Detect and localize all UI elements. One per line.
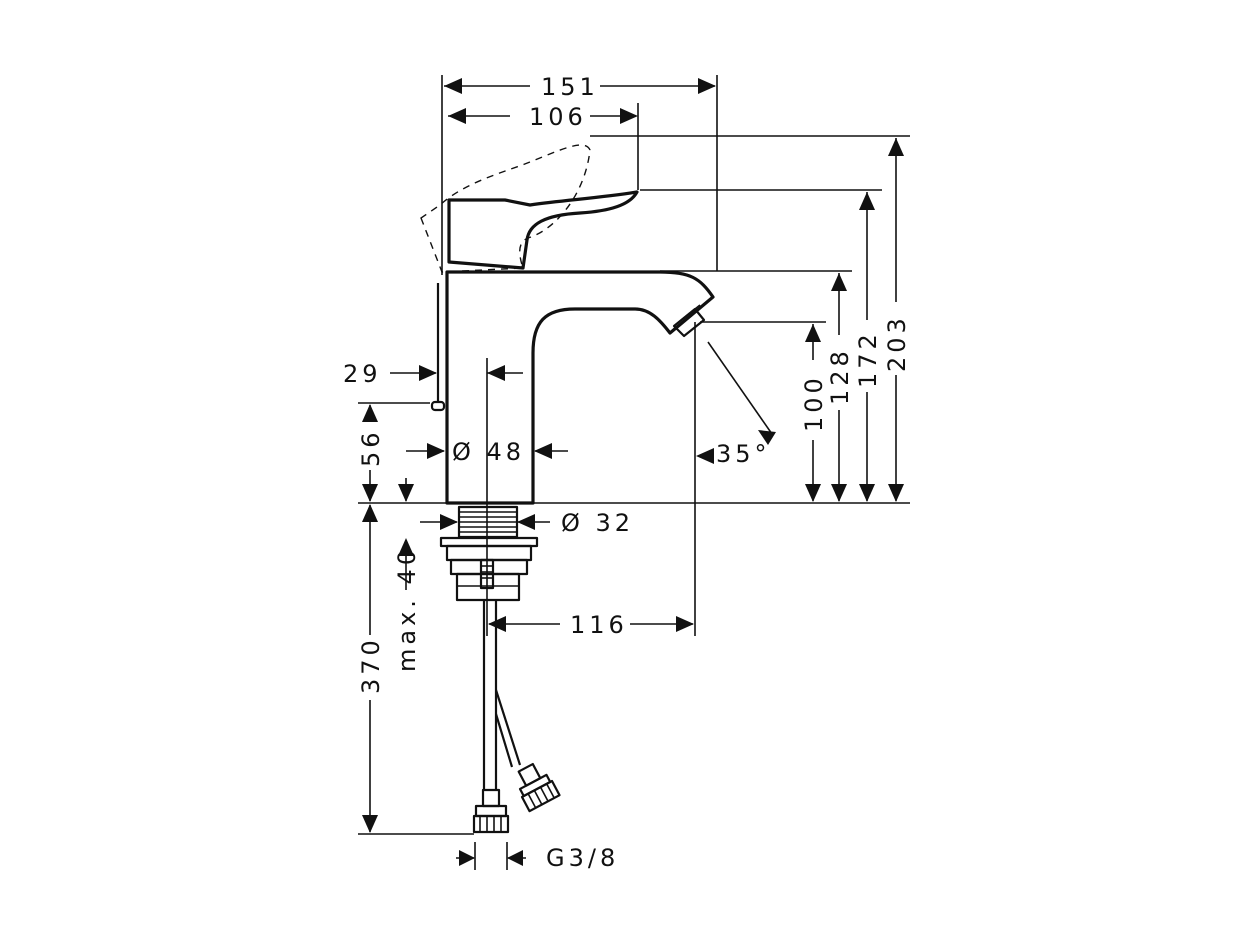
dim-106: 106 bbox=[529, 103, 587, 131]
dimension-lines bbox=[358, 75, 910, 870]
dim-128: 128 bbox=[826, 347, 854, 405]
dim-151: 151 bbox=[541, 73, 599, 101]
mounting-assembly bbox=[439, 505, 539, 602]
dim-56: 56 bbox=[357, 428, 385, 467]
dim-172: 172 bbox=[854, 330, 882, 388]
dim-370: 370 bbox=[357, 636, 385, 694]
faucet-body bbox=[420, 75, 715, 505]
dim-100: 100 bbox=[800, 374, 828, 432]
dim-29: 29 bbox=[343, 360, 382, 388]
dim-thread-g38: G3/8 bbox=[546, 844, 619, 872]
dimension-labels: 151 106 29 Ø 48 Ø 32 116 G3/8 35° 203 17… bbox=[343, 73, 911, 872]
dim-diameter-48: Ø 48 bbox=[452, 438, 525, 466]
dim-max-40: max. 40 bbox=[393, 546, 421, 672]
dim-diameter-32: Ø 32 bbox=[561, 509, 634, 537]
supply-hoses bbox=[472, 600, 561, 834]
dim-spray-angle: 35° bbox=[716, 440, 771, 468]
dim-203: 203 bbox=[883, 314, 911, 372]
dim-116: 116 bbox=[570, 611, 628, 639]
